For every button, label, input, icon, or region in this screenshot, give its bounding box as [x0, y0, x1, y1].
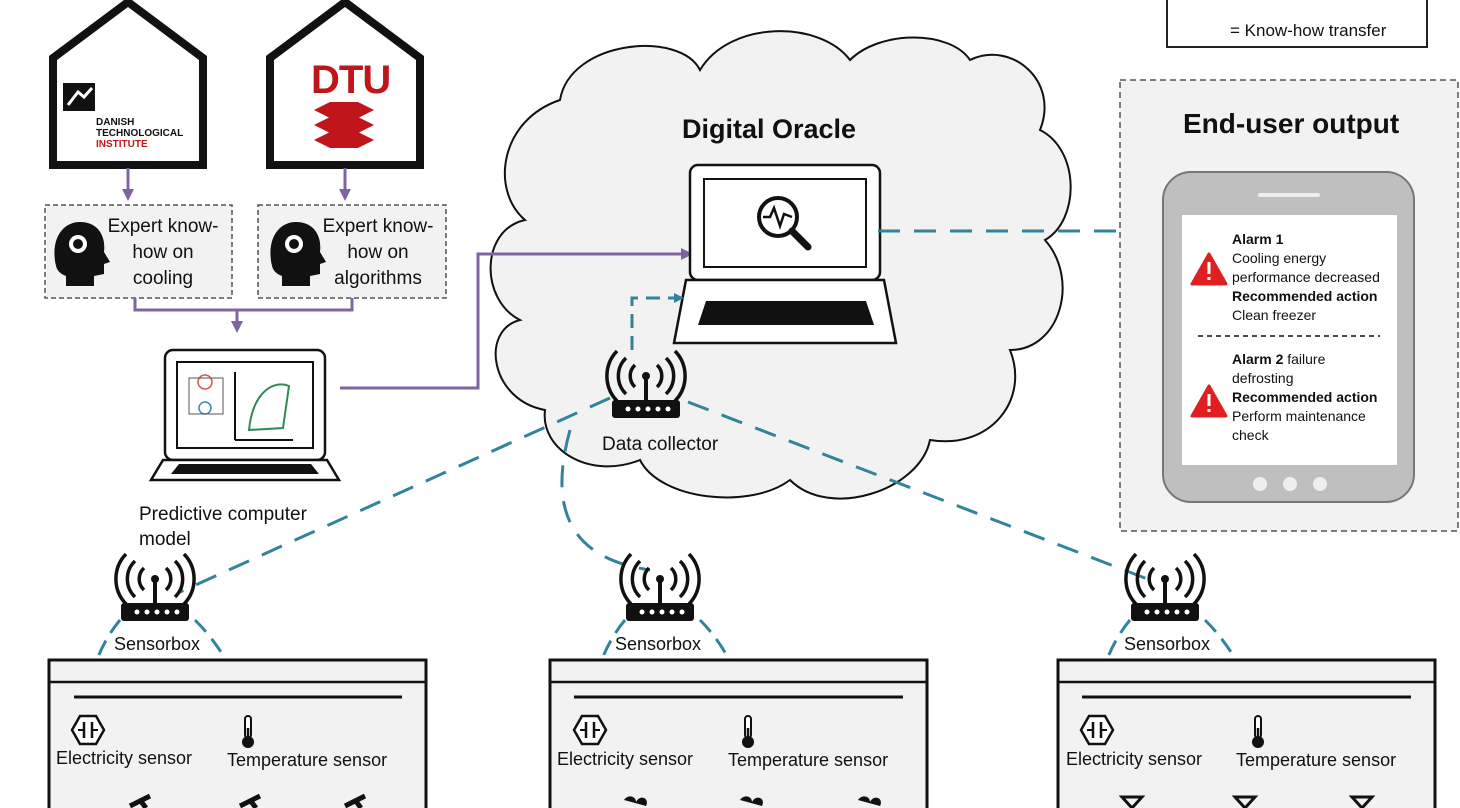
- sensorbox-1-label: Sensorbox: [114, 634, 201, 654]
- collector-to-oracle-link: [630, 293, 684, 350]
- collector-to-sensorbox-1-link: [179, 396, 611, 594]
- sensorbox-3-router-icon: [1123, 552, 1207, 623]
- electricity-icon: [70, 714, 106, 746]
- collector-to-sensorbox-3-link: [687, 400, 1151, 582]
- dti-house: [49, 0, 207, 169]
- alarm-2: Alarm 2 failure defrosting Recommended a…: [1232, 351, 1378, 443]
- dti-logo-text-1: DANISH: [96, 117, 135, 128]
- expert-merge-line: [133, 298, 354, 312]
- oracle-laptop: [672, 163, 898, 345]
- sensorbox-1-router-icon: [113, 552, 197, 623]
- expert-cooling-text: Expert know- how on cooling: [107, 216, 219, 289]
- expert-algorithms-text: Expert know- how on algorithms: [322, 216, 434, 289]
- predictive-model-label: Predictive computer model: [139, 504, 307, 550]
- dti-logo-text-3: INSTITUTE: [96, 139, 148, 150]
- dtu-logo-text: DTU: [311, 58, 391, 102]
- dti-logo-text-2: TECHNOLOGICAL: [96, 128, 184, 139]
- alarm-1: Alarm 1 Cooling energy performance decre…: [1232, 231, 1380, 323]
- warning-icon: [1190, 384, 1228, 418]
- brain-head-icon: [54, 222, 110, 286]
- phone-screen: [1182, 215, 1397, 465]
- dtu-house: [266, 0, 424, 169]
- temperature-sensor-label-3: Temperature sensor: [1236, 750, 1397, 770]
- predictive-laptop: [149, 348, 341, 482]
- end-user-output-title: End-user output: [1183, 108, 1400, 139]
- dtu-logo-mark: [314, 102, 374, 148]
- digital-oracle-title: Digital Oracle: [682, 114, 857, 144]
- sensorbox-2-label: Sensorbox: [615, 634, 702, 654]
- freezer-unit-3: [1056, 658, 1437, 808]
- electricity-sensor-label-1: Electricity sensor: [56, 748, 193, 768]
- model-to-oracle-line: [340, 248, 693, 390]
- temperature-sensor-label-1: Temperature sensor: [227, 750, 388, 770]
- sensorbox-3-label: Sensorbox: [1124, 634, 1211, 654]
- legend-box: [1166, 0, 1428, 48]
- electricity-sensor-label-3: Electricity sensor: [1066, 749, 1203, 769]
- magnifier-pulse-icon: [757, 196, 812, 251]
- warning-icon: [1190, 252, 1228, 286]
- freezer-unit-2: [548, 658, 929, 808]
- electricity-icon: [572, 714, 608, 746]
- data-collector-label: Data collector: [602, 434, 719, 455]
- legend-know-how-label: = Know-how transfer: [1230, 21, 1387, 40]
- temperature-sensor-label-2: Temperature sensor: [728, 750, 889, 770]
- brain-head-icon: [270, 222, 326, 286]
- freezer-unit-1: [47, 658, 428, 808]
- electricity-sensor-label-2: Electricity sensor: [557, 749, 694, 769]
- electricity-icon: [1079, 714, 1115, 746]
- dti-logo-mark: [63, 83, 95, 111]
- sensorbox-2-router-icon: [618, 552, 702, 623]
